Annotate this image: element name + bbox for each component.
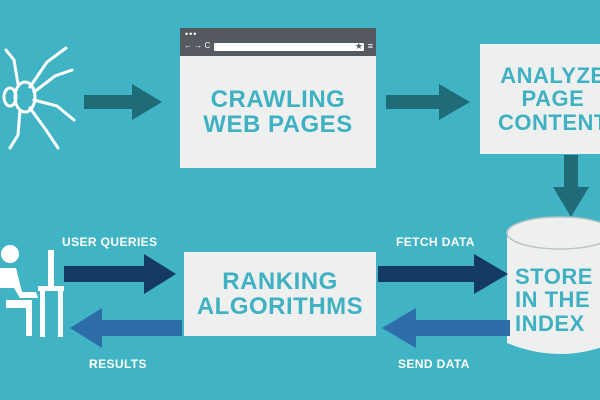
edge-label-user-queries: USER QUERIES [62,235,158,249]
node-store-in-the-index: STORE IN THE INDEX [515,250,600,350]
arrow-crawling-to-analyze [386,84,470,120]
browser-tab-strip [180,28,376,38]
edge-label-fetch-data: FETCH DATA [396,235,475,249]
node-crawling-web-pages: CRAWLING WEB PAGES [180,56,376,168]
edge-label-results: RESULTS [89,357,147,371]
node-analyze-page-content: ANALYZE PAGE CONTENT [480,44,600,154]
node-ranking-label: RANKING ALGORITHMS [196,267,364,320]
node-analyze-label: ANALYZE PAGE CONTENT [498,63,600,135]
arrow-analyze-to-store [553,155,589,217]
edge-label-send-data: SEND DATA [398,357,470,371]
browser-address-bar [214,43,364,51]
person-at-desk-icon [0,245,64,337]
arrow-spider-to-crawling [84,84,162,120]
arrow-user-to-ranking [64,254,176,294]
arrow-store-to-ranking-fetch [378,254,508,294]
arrow-store-to-ranking-send [382,308,510,348]
node-store-label: STORE IN THE INDEX [515,264,593,336]
browser-window-icon: ••• ← → C ★ ≡ [180,28,376,56]
database-cylinder-icon [506,216,600,354]
node-crawling-label: CRAWLING WEB PAGES [203,85,353,138]
arrow-ranking-to-user [70,308,182,348]
node-ranking-algorithms: RANKING ALGORITHMS [184,252,376,336]
browser-nav-icons: ← → C [184,41,211,50]
browser-window-dots: ••• [185,29,198,39]
spider-icon [2,46,76,150]
bookmark-star-icon: ★ [354,41,363,51]
browser-menu-icon: ≡ [367,41,373,51]
